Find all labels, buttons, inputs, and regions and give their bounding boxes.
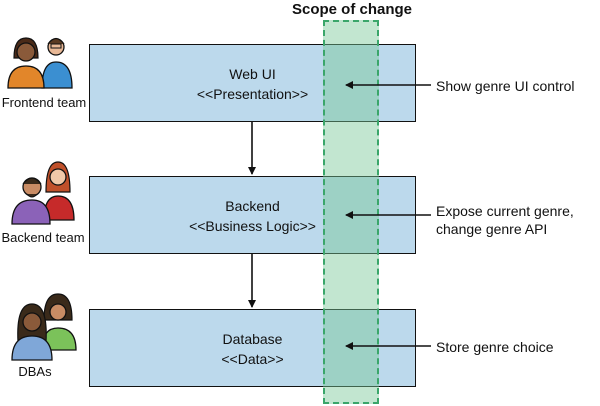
backend-team-icon [11, 161, 75, 225]
web-ui-name: Web UI [229, 66, 276, 82]
web-ui-stereotype: <<Presentation>> [196, 86, 309, 102]
database-annotation: Store genre choice [436, 339, 554, 355]
database-layer-box [89, 309, 416, 387]
backend-stereotype: <<Business Logic>> [189, 218, 316, 234]
frontend-team-icon [7, 37, 73, 89]
web-ui-annotation: Show genre UI control [436, 78, 575, 94]
backend-annotation: Expose current genre, change genre API [436, 203, 574, 237]
backend-team-label: Backend team [1, 230, 85, 245]
database-stereotype: <<Data>> [221, 351, 284, 367]
web-ui-layer-box [89, 44, 416, 122]
frontend-team-label: Frontend team [1, 95, 87, 110]
dbas-team-icon [11, 293, 77, 361]
scope-title: Scope of change [291, 1, 413, 18]
database-name: Database [222, 331, 283, 347]
dbas-team-label: DBAs [18, 364, 52, 379]
backend-name: Backend [225, 198, 280, 214]
